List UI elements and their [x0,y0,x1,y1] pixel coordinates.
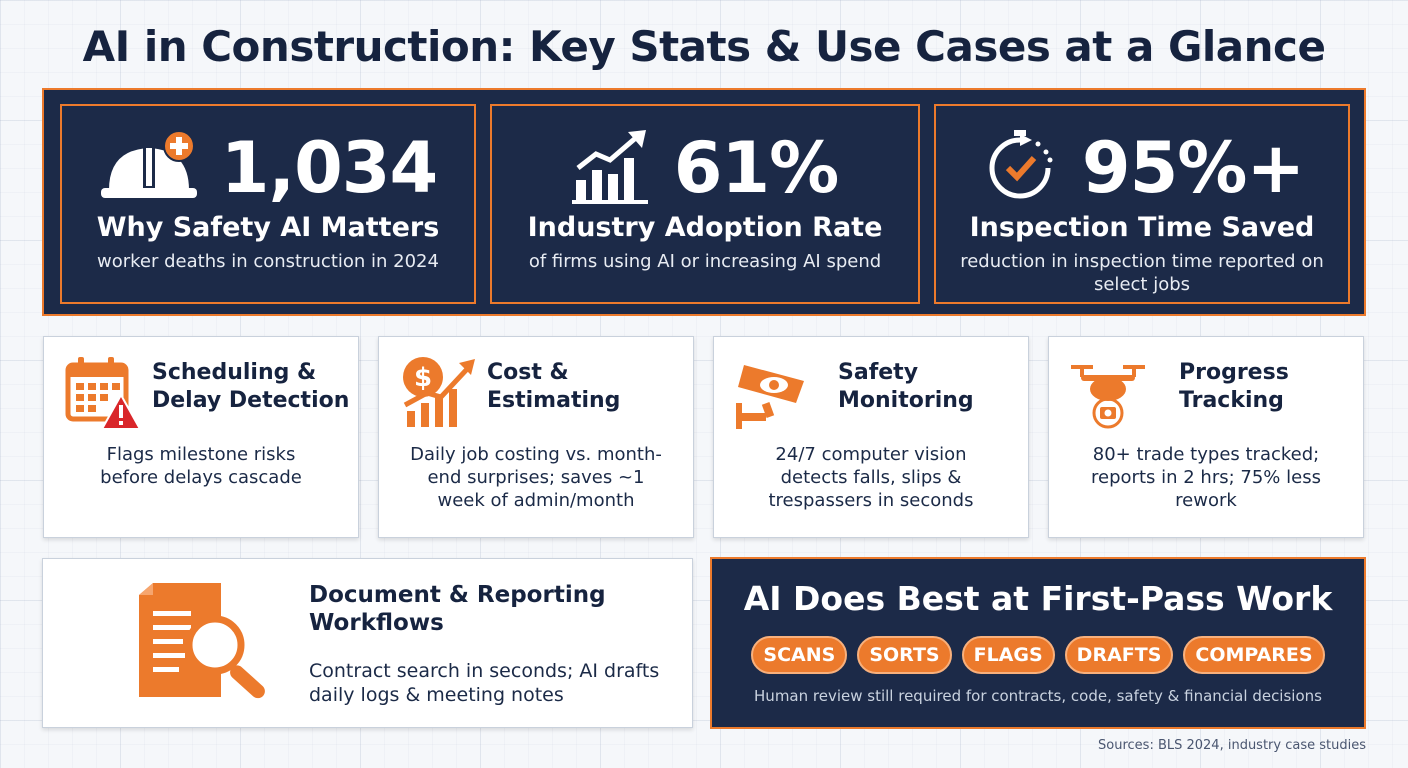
stat-title: Industry Adoption Rate [527,212,883,243]
card-title: Scheduling & Delay Detection [152,360,350,413]
use-case-card-safety: Safety Monitoring 24/7 computer vision d… [713,336,1029,538]
stat-subtitle: reduction in inspection time reported on… [960,251,1324,295]
stat-card-inspection: 95%+ Inspection Time Saved reduction in … [934,104,1350,304]
stat-subtitle: worker deaths in construction in 2024 [97,251,439,272]
sources-footnote: Sources: BLS 2024, industry case studies [1098,738,1366,753]
card-description: Daily job costing vs. month-end surprise… [410,444,662,511]
first-pass-work-panel: AI Does Best at First-Pass Work SCANS SO… [710,557,1366,729]
svg-text:$: $ [414,363,432,393]
card-title: Safety Monitoring [838,360,974,413]
stat-card-adoption: 61% Industry Adoption Rate of firms usin… [490,104,920,304]
pill-scans: SCANS [751,636,848,674]
stat-title: Inspection Time Saved [969,212,1315,243]
stat-subtitle: of firms using AI or increasing AI spend [528,251,882,272]
stat-number: 95%+ [1081,127,1305,209]
panel-title: AI Does Best at First-Pass Work [743,579,1333,618]
pill-drafts: DRAFTS [1064,636,1174,674]
stopwatch-check-icon [989,130,1053,199]
use-case-card-scheduling: Scheduling & Delay Detection Flags miles… [43,336,359,538]
capability-pills: SCANS SORTS FLAGS DRAFTS COMPARES [712,636,1364,674]
use-case-card-progress: Progress Tracking 80+ trade types tracke… [1048,336,1364,538]
stat-title: Why Safety AI Matters [96,212,440,243]
document-search-icon [139,583,265,699]
card-description: Contract search in seconds; AI drafts da… [309,660,660,706]
stat-number: 61% [673,127,840,209]
calendar-warning-icon [65,357,142,430]
hard-hat-plus-icon [100,130,197,198]
card-title: Progress Tracking [1179,360,1289,413]
pill-sorts: SORTS [857,636,952,674]
card-description: 80+ trade types tracked; reports in 2 hr… [1091,444,1321,511]
stat-card-safety: 1,034 Why Safety AI Matters worker death… [60,104,476,304]
page-title: AI in Construction: Key Stats & Use Case… [82,22,1326,71]
human-review-note: Human review still required for contract… [754,687,1322,705]
card-description: Flags milestone risks before delays casc… [100,444,302,488]
pill-flags: FLAGS [961,636,1055,674]
key-stats-band: 1,034 Why Safety AI Matters worker death… [42,88,1366,316]
drone-camera-icon [1071,365,1145,429]
card-description: 24/7 computer vision detects falls, slip… [768,444,974,511]
stat-number: 1,034 [220,127,438,209]
dollar-growth-icon: $ [403,357,475,427]
use-case-card-documents: Document & Reporting Workflows Contract … [42,558,693,728]
use-case-card-cost: $ Cost & Estimating Daily job costing vs… [378,336,694,538]
bar-chart-arrow-icon [571,130,648,204]
card-title: Cost & Estimating [487,360,621,413]
security-camera-icon [736,365,804,429]
card-title: Document & Reporting Workflows [309,582,606,636]
pill-compares: COMPARES [1183,636,1325,674]
